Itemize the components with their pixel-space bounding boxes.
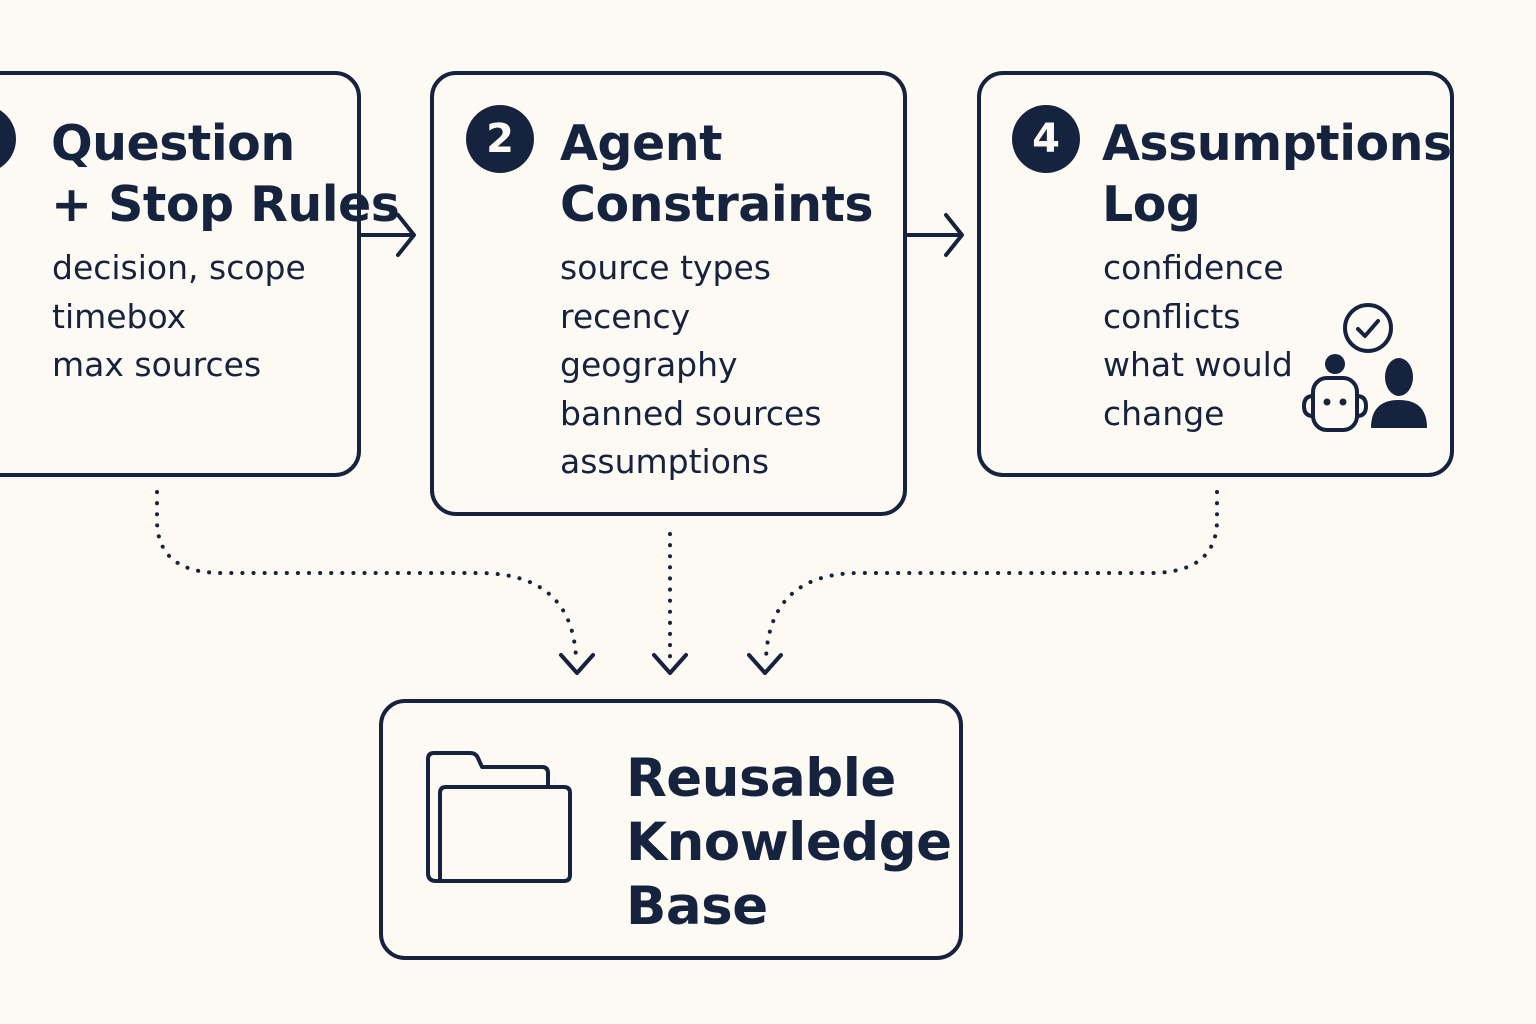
step-item: decision, scope (52, 248, 306, 287)
arrow-step2-to-step3 (905, 213, 964, 257)
step-item: source types (560, 248, 771, 287)
step-item: conflicts (1103, 296, 1241, 336)
step-item: assumptions (560, 442, 770, 481)
step-title: Assumptions Log (1102, 113, 1452, 235)
knowledge-base-title-line: Reusable (626, 748, 896, 809)
knowledge-base-title: Reusable Knowledge Base (626, 747, 952, 939)
step-item: max sources (52, 345, 262, 384)
knowledge-base-card: Reusable Knowledge Base (379, 699, 963, 960)
step-items: decision, scope timebox max sources (52, 244, 306, 390)
step-item: recency (560, 296, 691, 336)
arrowhead-center (652, 653, 688, 675)
knowledge-base-title-line: Base (626, 876, 768, 937)
step-card-question: 1 Question + Stop Rules decision, scope … (0, 71, 400, 477)
step-title-line: Log (1102, 176, 1201, 233)
step-item: geography (560, 345, 738, 384)
step-item: change (1103, 393, 1225, 433)
step-card-assumptions-log: 4 Assumptions Log confidence conflicts w… (977, 71, 1454, 477)
step-items: source types recency geography banned so… (560, 244, 822, 487)
dotted-connector-left (155, 490, 578, 660)
step-item: confidence (1103, 248, 1284, 287)
step-title-line: Agent (560, 115, 723, 172)
step-title-line: Question (51, 115, 295, 172)
step-card-agent-constraints: 2 Agent Constraints source types recency… (430, 71, 907, 516)
step-title-line: + Stop Rules (51, 176, 400, 233)
arrowhead-left (559, 653, 595, 675)
knowledge-base-title-line: Knowledge (626, 812, 952, 873)
step-title-line: Assumptions (1102, 115, 1452, 172)
step-item: what would (1103, 345, 1293, 384)
person-icon (1371, 358, 1427, 428)
step-number-badge: 1 (0, 105, 16, 173)
dotted-connector-right (764, 490, 1219, 660)
step-title: Agent Constraints (560, 113, 874, 235)
step-item: timebox (52, 296, 187, 336)
folder-icon (426, 751, 572, 883)
step-number-badge: 4 (1012, 105, 1080, 173)
step-items: confidence conflicts what would change (1103, 244, 1293, 438)
step-item: banned sources (560, 393, 822, 433)
step-title-line: Constraints (560, 176, 874, 233)
arrowhead-right (747, 653, 783, 675)
step-number-badge: 2 (466, 105, 534, 173)
checkmark-icon (1343, 303, 1393, 353)
step-title: Question + Stop Rules (51, 113, 400, 235)
robot-icon (1301, 354, 1369, 432)
